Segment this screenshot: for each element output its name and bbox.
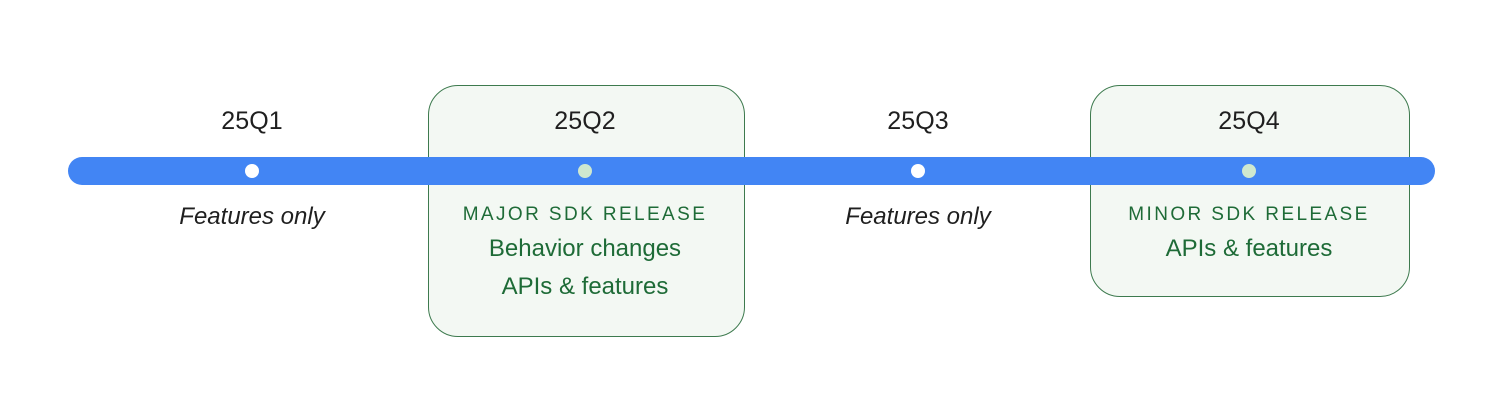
description-line: Features only: [179, 203, 325, 230]
release-card-25q4: [1090, 85, 1410, 297]
release-card-25q2: [428, 85, 745, 337]
timeline-marker-25q3: 25Q3 Features only: [748, 0, 1088, 420]
description-line: Features only: [845, 203, 991, 230]
quarter-label-25q3: 25Q3: [887, 107, 949, 135]
marker-description-25q3: Features only: [748, 200, 1088, 234]
marker-description-25q1: Features only: [82, 200, 422, 234]
quarter-label-25q1: 25Q1: [221, 107, 283, 135]
timeline-marker-25q1: 25Q1 Features only: [82, 0, 422, 420]
timeline-rail: [68, 157, 1435, 185]
